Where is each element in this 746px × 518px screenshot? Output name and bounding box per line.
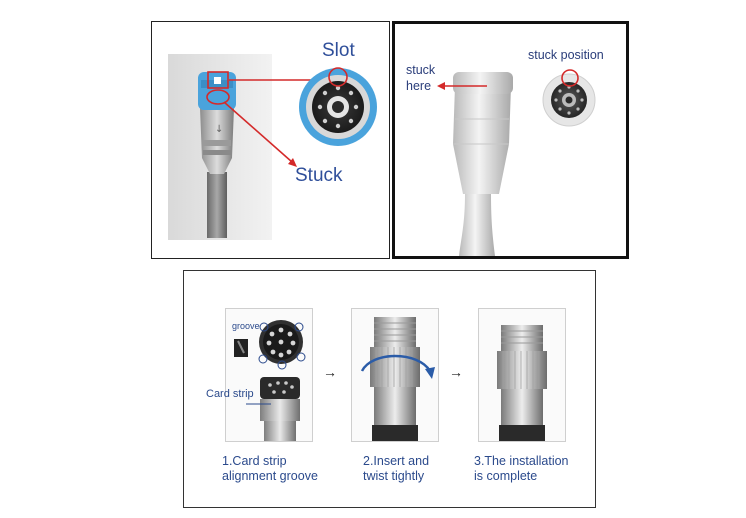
step-2-caption-line2: twist tightly — [363, 469, 425, 483]
card-strip-label: Card strip — [206, 388, 254, 400]
complete-illustration — [497, 325, 547, 441]
step-1-caption-line1: 1.Card strip — [222, 454, 287, 468]
stuck-label: Stuck — [295, 165, 343, 186]
slot-stuck-panel: ↓ Slot Stuck — [151, 21, 390, 259]
step-1-photo — [225, 308, 313, 442]
next-arrow-2: → — [449, 364, 463, 380]
installation-steps-panel: groove Card strip → — [183, 270, 596, 508]
stuck-here-line1: stuck — [406, 63, 436, 77]
stuck-here-line2: here — [406, 79, 432, 93]
step-2-photo — [351, 308, 439, 442]
slot-label: Slot — [322, 40, 355, 61]
step-3-caption-line2: is complete — [474, 469, 538, 483]
alignment-illustration — [234, 320, 306, 441]
connector-photo-slot: ↓ — [168, 54, 377, 240]
twist-illustration — [360, 317, 435, 441]
connector-photo-stuck — [437, 69, 596, 256]
step-2-caption: 2.Insert and twist tightly — [363, 454, 429, 484]
step-3-caption-line1: 3.The installation — [474, 454, 569, 468]
stuck-here-label: stuck here — [406, 62, 435, 94]
step-3-caption: 3.The installation is complete — [474, 454, 569, 484]
step-1-caption-line2: alignment groove — [222, 469, 318, 483]
stuck-position-label: stuck position — [528, 48, 604, 62]
next-arrow-1: → — [323, 364, 337, 380]
step-1-caption: 1.Card strip alignment groove — [222, 454, 318, 484]
groove-label: groove — [232, 321, 260, 331]
step-2-caption-line1: 2.Insert and — [363, 454, 430, 468]
step-3-photo — [478, 308, 566, 442]
svg-text:↓: ↓ — [215, 124, 223, 135]
stuck-position-panel: stuck here stuck position — [392, 21, 629, 259]
